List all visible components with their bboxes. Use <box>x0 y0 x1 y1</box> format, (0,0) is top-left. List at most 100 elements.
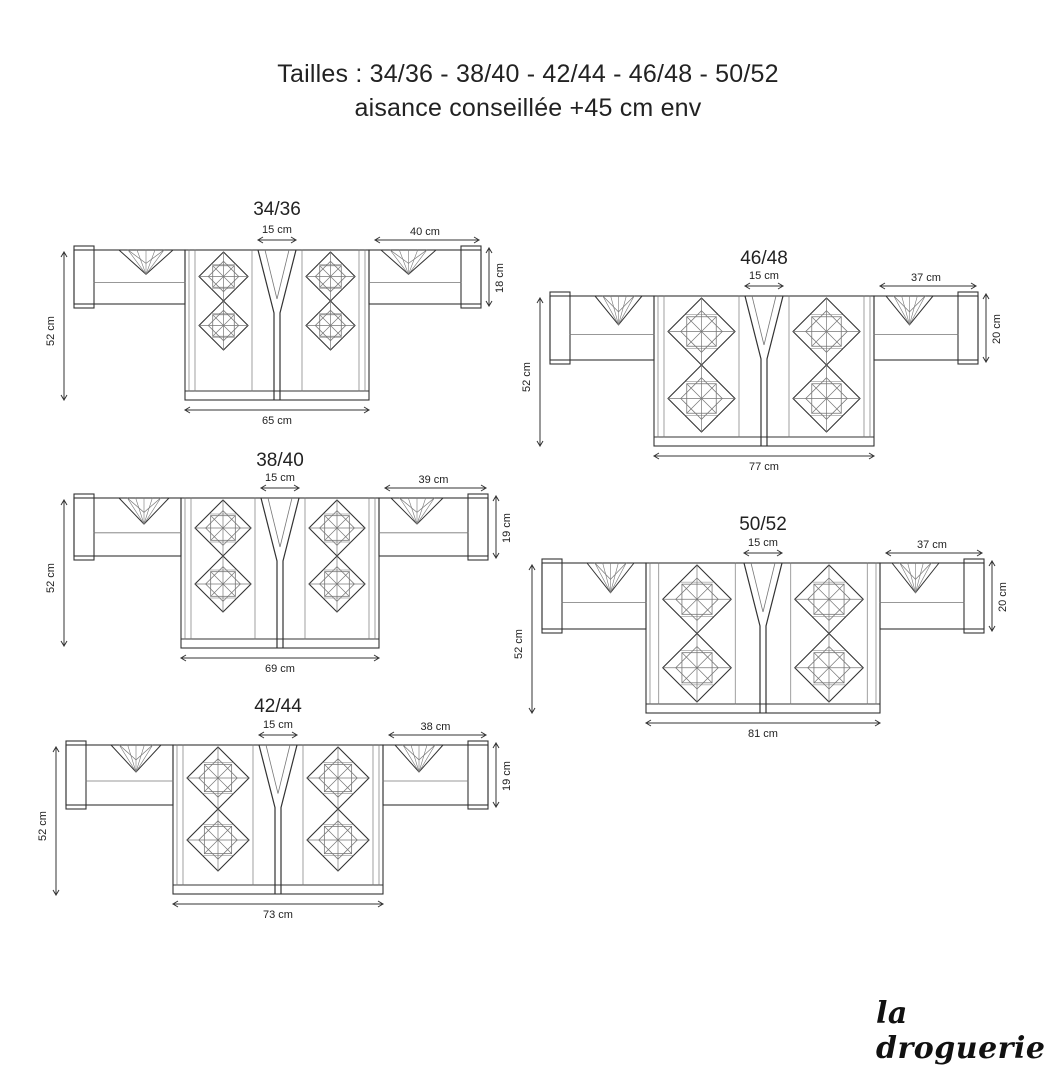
collar-inner-left <box>751 295 765 346</box>
diamond-block <box>306 746 370 810</box>
sleeve-triangle-seam <box>389 249 409 275</box>
diamond-block <box>198 251 249 302</box>
width-dimension-arrow-left <box>184 406 191 414</box>
length-dimension-arrow-bottom <box>528 707 536 714</box>
ease-subtitle: aisance conseillée +45 cm env <box>354 94 702 122</box>
collar-inner-left <box>265 744 279 794</box>
sleeve-triangle-seam <box>135 497 145 525</box>
diamond-block <box>792 364 861 433</box>
collar-inner-left <box>264 249 278 300</box>
collar-dimension-label: 15 cm <box>749 270 779 282</box>
sleeve-right-triangle <box>885 295 934 326</box>
cuff-dimension-arrow-bottom <box>988 625 996 632</box>
collar-inner-left <box>750 562 764 613</box>
sleeve-triangle-seam <box>119 744 137 773</box>
cuff-dimension-arrow-bottom <box>492 801 500 808</box>
sleeve-triangle-seam <box>127 744 137 773</box>
body-outline <box>653 295 875 447</box>
sleeve-dimension-label: 40 cm <box>410 226 440 238</box>
width-dimension-label: 69 cm <box>265 663 295 675</box>
sleeve-dimension-arrow-left <box>388 731 395 739</box>
sleeve-right <box>873 295 979 361</box>
sleeve-dimension-label: 39 cm <box>419 474 449 486</box>
collar-dimension-arrow-right <box>290 236 297 244</box>
sleeve-triangle-seam <box>602 562 611 594</box>
collar-right-edge <box>279 249 297 400</box>
sleeve-triangle-seam <box>408 249 418 275</box>
sleeve-triangle-seam <box>410 744 420 773</box>
cuff-left <box>65 740 87 810</box>
sleeve-triangle-inner <box>602 295 635 313</box>
width-dimension-arrow-left <box>653 452 660 460</box>
collar-left-edge <box>257 249 275 400</box>
sleeve-dimension-arrow-right <box>480 731 487 739</box>
sleeve-triangle-seam <box>915 562 924 594</box>
width-dimension-arrow-right <box>377 900 384 908</box>
sleeve-triangle-seam <box>901 295 910 326</box>
cuff-left <box>73 493 95 561</box>
size-label: 42/44 <box>254 696 302 717</box>
size-label: 34/36 <box>253 199 301 220</box>
length-dimension-label: 52 cm <box>45 563 57 593</box>
sleeve-left-triangle <box>118 497 170 525</box>
diamond-block <box>194 555 252 613</box>
body-outline <box>180 497 380 649</box>
cuff-left <box>73 245 95 309</box>
cuff-left <box>541 558 563 634</box>
sleeve-dimension-arrow-left <box>384 484 391 492</box>
sleeve-triangle-seam <box>418 744 436 773</box>
collar-dimension-arrow-right <box>776 549 783 557</box>
sleeve-triangle-seam <box>618 295 635 326</box>
length-dimension-label: 52 cm <box>37 811 49 841</box>
sleeve-dimension-arrow-left <box>879 282 886 290</box>
collar-dimension-arrow-right <box>293 484 300 492</box>
cuff-right <box>460 245 482 309</box>
cuff-dimension-arrow-bottom <box>982 356 990 363</box>
collar-dimension-arrow-right <box>291 731 298 739</box>
diamond-block <box>305 300 356 351</box>
sleeve-dimension-arrow-right <box>480 484 487 492</box>
cuff-left <box>549 291 571 365</box>
sleeve-left <box>549 295 655 361</box>
sleeve-triangle-seam <box>610 295 619 326</box>
sleeve-right <box>378 497 489 557</box>
width-dimension-arrow-right <box>868 452 875 460</box>
sleeve-triangle-seam <box>602 295 619 326</box>
width-dimension-arrow-left <box>172 900 179 908</box>
sleeve-triangle-seam <box>618 295 627 326</box>
diamond-block <box>305 251 356 302</box>
cuff-dimension-arrow-top <box>988 560 996 567</box>
sleeve-triangle-seam <box>399 497 418 525</box>
sleeve-triangle-seam <box>135 744 153 773</box>
width-dimension-label: 73 cm <box>263 909 293 921</box>
sleeve-triangle-seam <box>610 562 619 594</box>
length-dimension-arrow-top <box>536 297 544 304</box>
size-label: 38/40 <box>256 450 304 471</box>
sleeve-left-triangle <box>586 562 635 594</box>
collar-left-edge <box>258 744 276 894</box>
diamond-block <box>667 297 736 366</box>
diamond-block <box>793 564 865 635</box>
length-dimension-arrow-bottom <box>60 394 68 401</box>
sleeve-left <box>73 249 186 305</box>
sleeve-triangle-inner <box>399 497 435 513</box>
sleeve-triangle-seam <box>136 249 147 275</box>
sleeve-triangle-inner <box>127 497 161 513</box>
sleeve-triangle-inner <box>127 249 165 264</box>
width-dimension-arrow-left <box>645 719 652 727</box>
cuff-right <box>467 740 489 810</box>
width-dimension-arrow-right <box>363 406 370 414</box>
diamond-block <box>667 364 736 433</box>
body-outline <box>184 249 370 401</box>
diamond-block <box>186 746 250 810</box>
cuff-dimension-label: 19 cm <box>501 513 513 543</box>
sleeve-left-triangle <box>118 249 174 275</box>
diamond-block <box>198 300 249 351</box>
sizes-title: Tailles : 34/36 - 38/40 - 42/44 - 46/48 … <box>277 60 779 88</box>
sleeve-dimension-label: 37 cm <box>911 272 941 284</box>
collar-left-edge <box>743 562 761 713</box>
diamond-block <box>306 808 370 872</box>
